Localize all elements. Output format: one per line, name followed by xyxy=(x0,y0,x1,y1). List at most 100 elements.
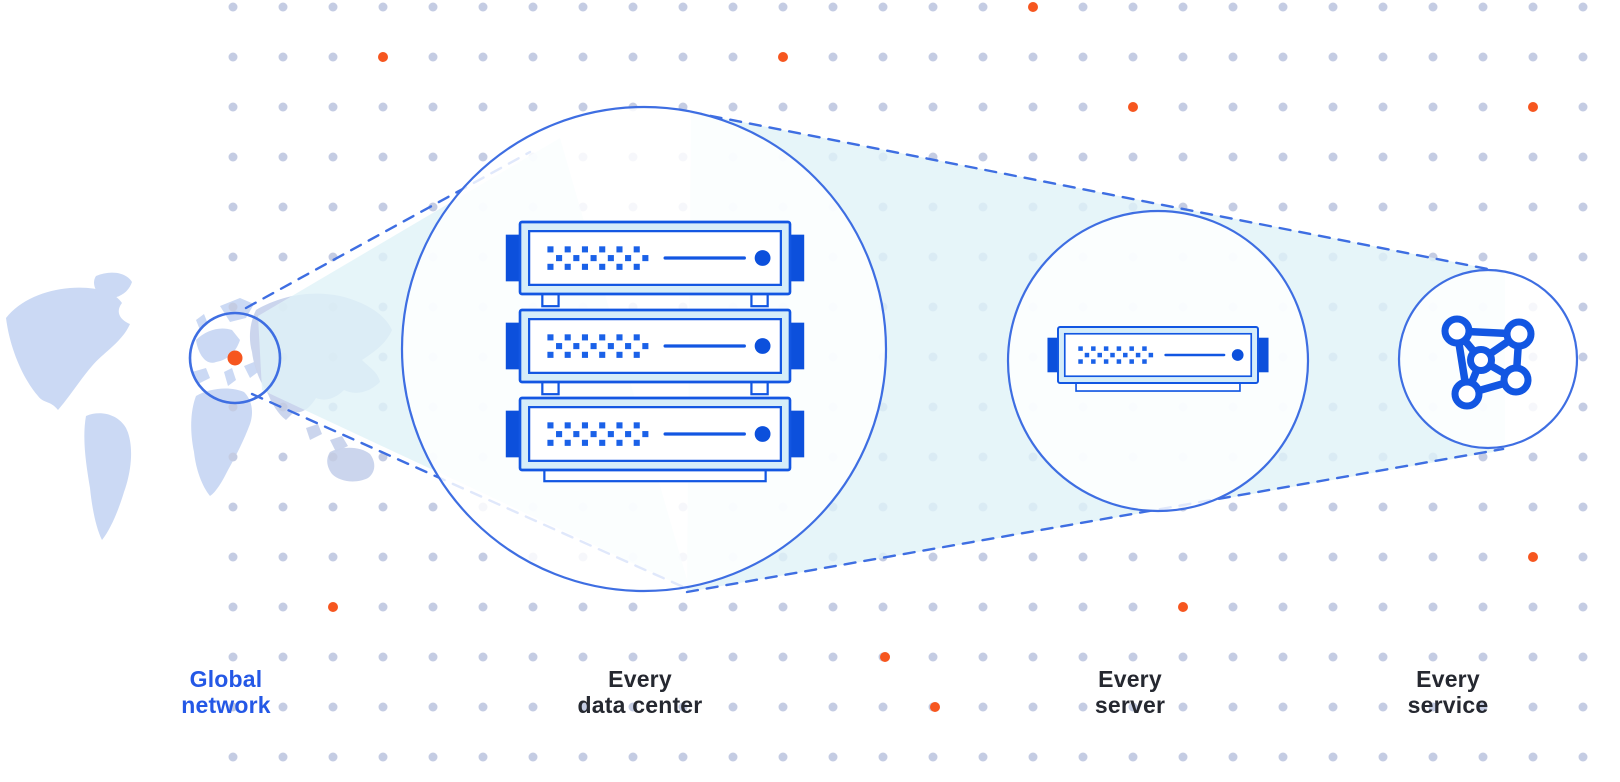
vent-square xyxy=(1097,352,1102,358)
continent-shape xyxy=(6,287,130,410)
server-indicator-dot xyxy=(1231,349,1244,361)
vent-square xyxy=(590,255,597,262)
accent-dot xyxy=(378,52,388,62)
vent-square xyxy=(633,439,640,446)
vent-square xyxy=(1091,346,1096,351)
server-tab-left xyxy=(505,322,523,370)
vent-square xyxy=(1123,352,1128,358)
global-network-circle xyxy=(188,311,282,405)
vent-square xyxy=(564,334,571,341)
label-line: data center xyxy=(577,692,703,718)
server-unit xyxy=(1047,326,1269,392)
mesh-node xyxy=(1451,378,1483,410)
vent-square xyxy=(581,263,589,270)
vent-square xyxy=(590,343,597,350)
vent-square xyxy=(599,351,606,358)
vent-square xyxy=(625,343,632,350)
accent-dot xyxy=(1178,602,1188,612)
vent-square xyxy=(547,422,554,429)
vent-square xyxy=(1103,359,1109,364)
server-indicator-dot xyxy=(754,338,771,354)
vent-square xyxy=(616,263,623,270)
vent-square xyxy=(564,422,571,429)
vent-square xyxy=(625,255,632,262)
accent-dot xyxy=(880,652,890,662)
label-line: Global xyxy=(189,666,263,692)
label-every-service: Every service xyxy=(1328,666,1568,718)
accent-dots xyxy=(328,2,1538,712)
vent-square xyxy=(607,431,614,438)
vent-square xyxy=(616,439,623,446)
vent-square xyxy=(564,246,571,253)
vent-square xyxy=(599,334,606,341)
accent-dot xyxy=(1128,102,1138,112)
server-tab-left xyxy=(1047,337,1060,373)
server-tab-right xyxy=(1256,337,1269,373)
vent-square xyxy=(1142,346,1147,351)
vent-square xyxy=(573,343,580,350)
vent-square xyxy=(581,422,589,429)
server-unit xyxy=(505,308,805,396)
network-mesh-icon xyxy=(1441,315,1535,410)
vent-square xyxy=(547,263,554,270)
server-tab-left xyxy=(505,234,523,282)
vent-square xyxy=(599,422,606,429)
label-line: server xyxy=(1094,692,1166,718)
label-line: Every xyxy=(1098,666,1162,692)
vent-square xyxy=(616,334,623,341)
mesh-node xyxy=(1441,315,1473,347)
server-tab-left xyxy=(505,410,523,458)
accent-dot xyxy=(1528,102,1538,112)
vent-square xyxy=(633,263,640,270)
vent-square xyxy=(556,431,563,438)
vent-square xyxy=(599,246,606,253)
label-line: network xyxy=(181,692,271,718)
mesh-node xyxy=(1467,346,1495,374)
vent-square xyxy=(642,255,649,262)
accent-dot xyxy=(1028,2,1038,12)
server-tab-right xyxy=(787,234,805,282)
vent-square xyxy=(547,334,554,341)
vent-square xyxy=(1135,352,1141,358)
vent-square xyxy=(1148,352,1154,358)
vent-square xyxy=(581,439,589,446)
vent-square xyxy=(547,351,554,358)
server-unit xyxy=(505,220,805,308)
server-unit xyxy=(505,396,805,483)
pop-location-dot xyxy=(227,350,243,366)
label-line: service xyxy=(1407,692,1489,718)
vent-square xyxy=(616,422,623,429)
vent-square xyxy=(625,431,632,438)
vent-square xyxy=(564,263,571,270)
server-tab-right xyxy=(787,322,805,370)
vent-square xyxy=(599,263,606,270)
vent-square xyxy=(1110,352,1115,358)
vent-square xyxy=(547,439,554,446)
server-indicator-dot xyxy=(754,250,771,266)
label-every-server: Every server xyxy=(1010,666,1250,718)
vent-square xyxy=(564,351,571,358)
vent-square xyxy=(547,246,554,253)
vent-square xyxy=(633,246,640,253)
accent-dot xyxy=(1528,552,1538,562)
label-line: Every xyxy=(1416,666,1480,692)
vent-square xyxy=(607,255,614,262)
label-global-network: Global network xyxy=(106,666,346,718)
vent-square xyxy=(556,343,563,350)
zoom-dash-line xyxy=(685,447,1505,594)
continent-shape xyxy=(94,272,132,299)
vent-square xyxy=(616,351,623,358)
vent-square xyxy=(1084,352,1090,358)
vent-square xyxy=(607,343,614,350)
vent-square xyxy=(556,255,563,262)
vent-square xyxy=(616,246,623,253)
vent-square xyxy=(642,343,649,350)
vent-square xyxy=(581,351,589,358)
vent-square xyxy=(564,439,571,446)
vent-square xyxy=(581,246,589,253)
vent-square xyxy=(1142,359,1147,364)
vent-square xyxy=(581,334,589,341)
vent-square xyxy=(1078,359,1083,364)
